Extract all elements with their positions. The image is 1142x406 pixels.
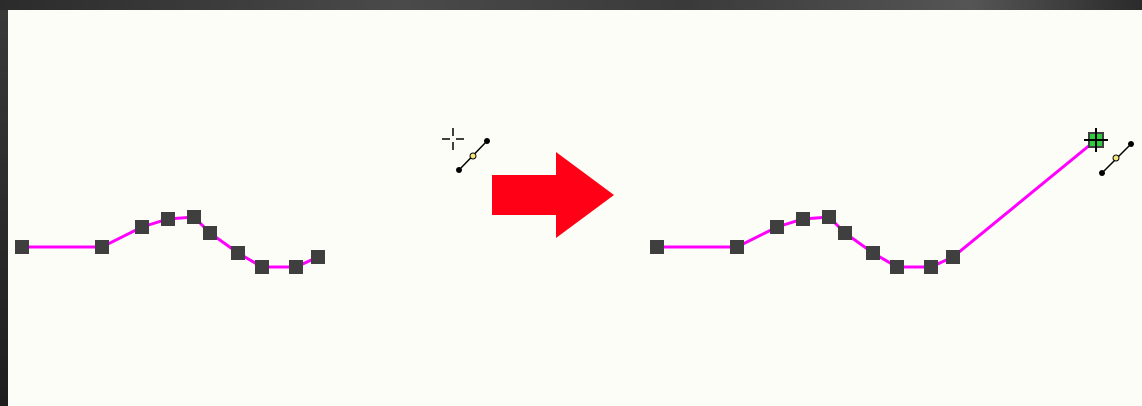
add-vertex-line-tool-icon: [1099, 141, 1134, 176]
polyline-before-path: [22, 215, 319, 269]
vertex[interactable]: [15, 240, 29, 254]
vertices-before: [15, 210, 325, 274]
vertex[interactable]: [796, 212, 810, 226]
vertex[interactable]: [203, 226, 217, 240]
add-vertex-line-tool-icon: [456, 138, 490, 173]
polyline-before[interactable]: [15, 210, 325, 274]
vertex[interactable]: [135, 220, 149, 234]
vertex[interactable]: [838, 226, 852, 240]
drawing-canvas[interactable]: [8, 10, 1142, 406]
window-top-strip: [0, 0, 1142, 10]
vertex[interactable]: [770, 220, 784, 234]
diagram-svg: [15, 128, 1134, 274]
vertex[interactable]: [946, 250, 960, 264]
vertices-after: [650, 210, 960, 274]
vertex[interactable]: [95, 240, 109, 254]
vertex[interactable]: [187, 210, 201, 224]
vertex[interactable]: [730, 240, 744, 254]
crosshair-cursor-icon: [1084, 128, 1108, 152]
transition-arrow-icon: [492, 152, 614, 238]
crosshair-cursor-icon: [442, 128, 464, 150]
vertex[interactable]: [866, 246, 880, 260]
vertex[interactable]: [311, 250, 325, 264]
vertex[interactable]: [924, 260, 938, 274]
vertex[interactable]: [289, 260, 303, 274]
polyline-after[interactable]: [650, 132, 1104, 274]
vertex[interactable]: [255, 260, 269, 274]
vertex[interactable]: [822, 210, 836, 224]
vertex[interactable]: [161, 212, 175, 226]
vertex[interactable]: [890, 260, 904, 274]
vertex[interactable]: [231, 246, 245, 260]
vertex[interactable]: [650, 240, 664, 254]
